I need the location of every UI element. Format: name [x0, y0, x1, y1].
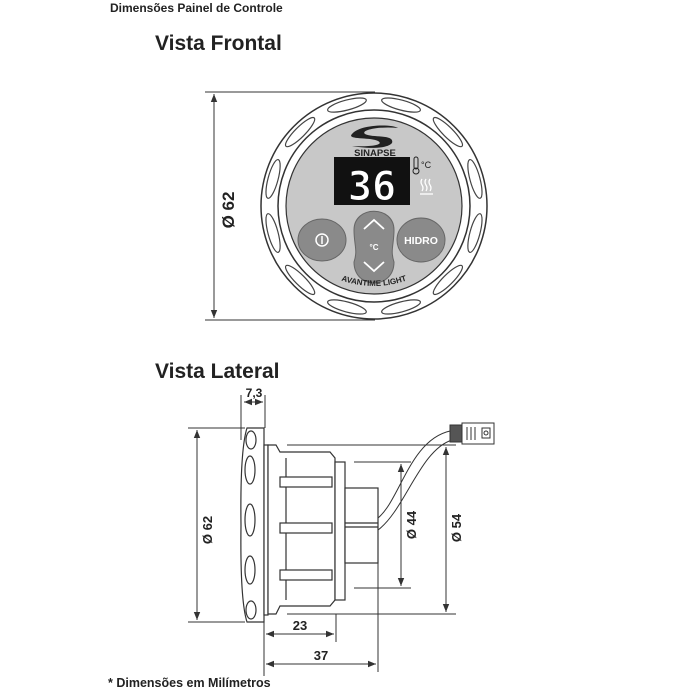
thermometer-icon	[412, 156, 420, 175]
dim-body-label: Ø 54	[449, 513, 464, 542]
brand-label: SINAPSE	[354, 148, 396, 159]
control-panel-front: SINAPSE 36 °C I °C HIDRO AVANTIME LIGHT	[0, 0, 488, 320]
bezel-slot	[265, 158, 281, 199]
temperature-rocker-button[interactable]: °C	[353, 210, 395, 284]
bezel-slot	[326, 299, 367, 315]
heating-icon	[420, 178, 433, 195]
display-value: 36	[348, 164, 396, 210]
front-dimension	[205, 91, 375, 321]
bezel-slot	[326, 97, 367, 113]
bezel-slot	[265, 213, 281, 254]
bezel-slot	[432, 116, 464, 148]
temp-unit-label: °C	[421, 160, 432, 170]
bezel-slot	[467, 213, 483, 254]
dim-depth1-label: 23	[293, 618, 307, 633]
bezel-slot	[284, 116, 316, 148]
lateral-view-title: Vista Lateral	[155, 360, 280, 383]
bezel-slot	[432, 264, 464, 296]
bezel-slot	[284, 264, 316, 296]
temperature-display	[334, 157, 410, 205]
footer-note: * Dimensões em Milímetros	[108, 676, 271, 690]
dim-flange-label: 7,3	[246, 386, 263, 400]
chevron-up-icon[interactable]	[363, 218, 385, 230]
header-title: Dimensões Painel de Controle	[110, 1, 283, 15]
lateral-dimensions	[188, 395, 456, 676]
temp-button-label: °C	[370, 243, 379, 252]
lateral-body	[240, 427, 379, 623]
dim-outer-label: Ø 62	[200, 516, 215, 544]
front-view-title: Vista Frontal	[155, 32, 282, 55]
bezel-slot	[381, 299, 422, 315]
bezel-slot	[467, 158, 483, 199]
sinapse-logo-icon	[351, 125, 398, 148]
chevron-down-icon[interactable]	[363, 261, 385, 273]
power-button[interactable]: I	[0, 0, 347, 262]
front-diameter-label: Ø 62	[219, 192, 238, 229]
connector-plug-icon	[449, 422, 495, 445]
dim-depth2-label: 37	[314, 648, 328, 663]
bezel-slot	[381, 97, 422, 113]
dim-inner-label: Ø 44	[404, 510, 419, 539]
power-icon	[315, 233, 329, 247]
power-label: I	[0, 0, 1, 1]
hidro-button[interactable]: HIDRO	[396, 217, 446, 263]
hidro-label: HIDRO	[404, 235, 438, 247]
